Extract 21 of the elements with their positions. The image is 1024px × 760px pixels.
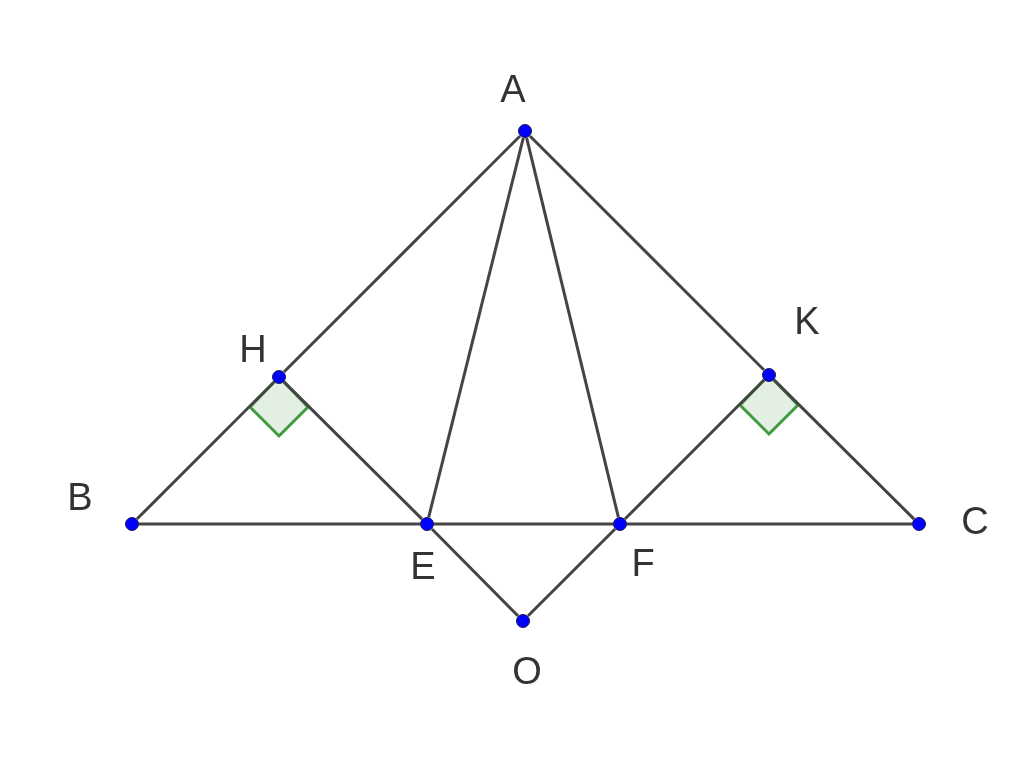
point-label: O bbox=[512, 652, 542, 690]
point-label: B bbox=[67, 478, 93, 516]
line-segment bbox=[427, 137, 525, 518]
line-segment bbox=[282, 380, 424, 521]
point-label: F bbox=[631, 544, 655, 582]
line-segment bbox=[526, 527, 617, 618]
line-segment bbox=[623, 378, 766, 521]
line-segment bbox=[430, 527, 520, 618]
line-segment bbox=[434, 522, 613, 526]
line-segment bbox=[627, 522, 912, 526]
point-label: E bbox=[410, 547, 436, 585]
point-label: H bbox=[239, 330, 267, 368]
point-label: K bbox=[794, 302, 820, 340]
line-segment bbox=[139, 522, 420, 526]
line-segment bbox=[135, 380, 276, 521]
point-label: A bbox=[500, 70, 526, 108]
point-label: C bbox=[961, 502, 989, 540]
line-segment bbox=[282, 134, 522, 374]
line-segment bbox=[528, 134, 766, 372]
line-segment bbox=[772, 378, 916, 521]
line-segment bbox=[525, 137, 620, 518]
